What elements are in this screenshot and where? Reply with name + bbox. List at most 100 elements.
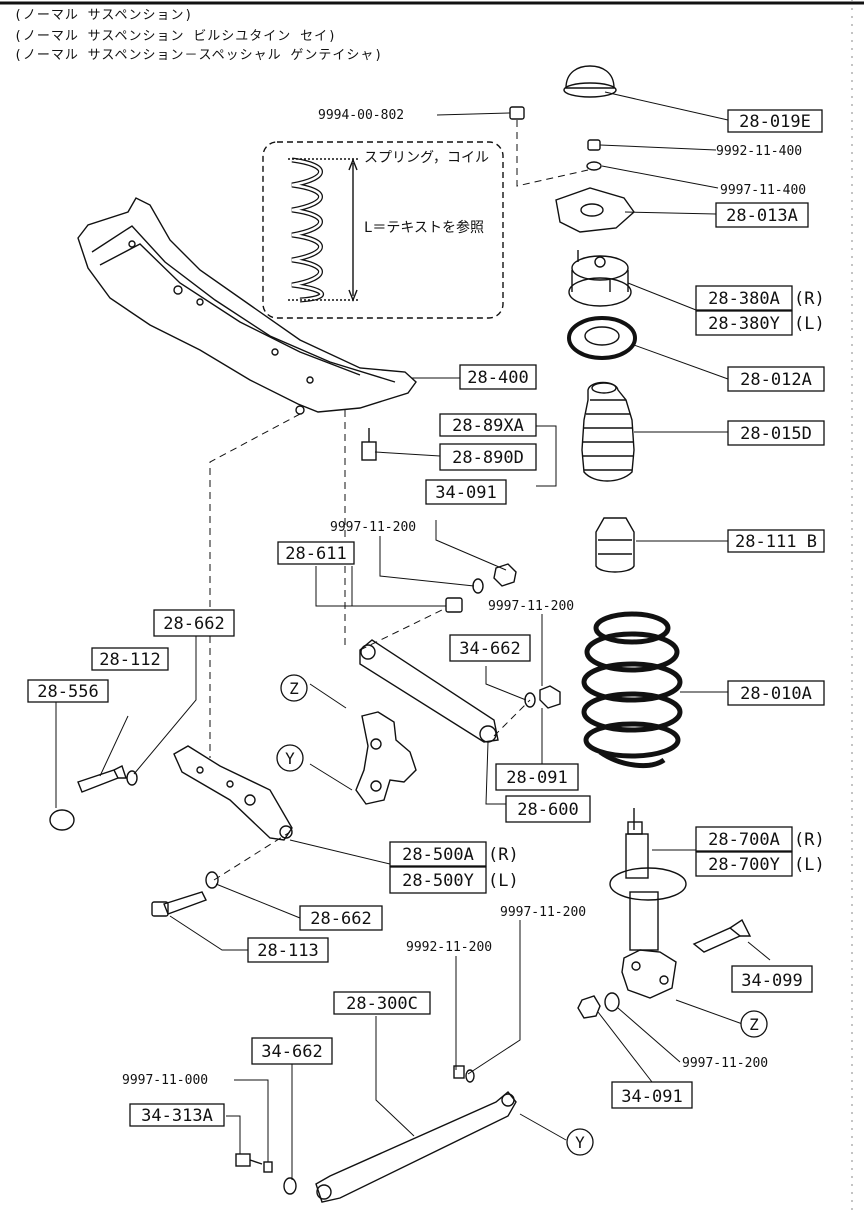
link-washer	[472, 578, 484, 594]
part-28-111B: 28-111 B	[735, 532, 817, 552]
link-bolt-c-shank	[249, 1159, 263, 1165]
std-9997-11-200-c: 9997-11-200	[500, 905, 586, 920]
header-line-3: (ノーマル サスペンション－スペッシャル ゲンテイシャ)	[14, 48, 384, 63]
part-28-380A: 28-380A	[708, 289, 780, 309]
std-9997-11-200-b: 9997-11-200	[488, 599, 574, 614]
spring-inset-box	[262, 141, 504, 319]
link-washer-d	[283, 1177, 297, 1195]
side-suffixes: (R) (L) (R) (L) (R) (L)	[488, 289, 825, 891]
arm-washer	[126, 770, 138, 786]
bump-stopper-rings	[598, 539, 632, 555]
crossmember-hole	[306, 376, 314, 384]
std-9992-11-400: 9992-11-400	[716, 144, 802, 159]
link-nut	[493, 563, 517, 587]
part-28-700A: 28-700A	[708, 830, 780, 850]
side-28-380A: (R)	[794, 289, 825, 309]
link-nut-d	[263, 1161, 273, 1173]
arm-cap	[49, 809, 75, 831]
part-34-091-top: 34-091	[435, 483, 496, 503]
part-28-380Y: 28-380Y	[708, 314, 780, 334]
link-nut-b	[539, 685, 561, 709]
knuckle	[355, 711, 417, 805]
header-line-1: (ノーマル サスペンション)	[14, 8, 194, 23]
part-28-662-a: 28-662	[163, 614, 224, 634]
part-34-662-a: 34-662	[459, 639, 520, 659]
spring-seat-inner	[584, 326, 620, 346]
nut-9992	[587, 139, 601, 151]
strut-assembly	[609, 808, 687, 999]
lower-arm-bush	[279, 825, 293, 839]
strut-mount-base	[568, 277, 632, 307]
part-boxes	[27, 109, 825, 1127]
crossmember	[77, 197, 417, 413]
part-28-890D: 28-890D	[452, 448, 524, 468]
part-28-500A: 28-500A	[402, 845, 474, 865]
part-28-019E: 28-019E	[739, 112, 811, 132]
trailing-link-bush	[316, 1184, 332, 1200]
spring-length-arrowheads	[348, 158, 358, 302]
part-numbers: 28-019E 28-013A 28-380A 28-380Y 28-012A …	[37, 112, 817, 1126]
side-28-380Y: (L)	[794, 314, 825, 334]
part-28-012A: 28-012A	[740, 370, 812, 390]
guide-lines	[209, 120, 589, 881]
strut-bolt-head	[729, 918, 752, 937]
std-9994-00-802: 9994-00-802	[318, 108, 404, 123]
lower-arm-hole	[226, 780, 234, 788]
crossmember-bolt	[361, 441, 377, 461]
part-28-89XA: 28-89XA	[452, 416, 524, 436]
part-28-611: 28-611	[285, 544, 346, 564]
arm-bolt-head	[113, 765, 127, 779]
part-28-113: 28-113	[257, 941, 318, 961]
link-nut-c	[453, 1065, 465, 1079]
washer-9997	[586, 161, 602, 171]
part-28-091: 28-091	[506, 768, 567, 788]
strut-mount-sides	[571, 270, 629, 292]
dust-boot	[581, 381, 635, 482]
strut-bolt	[692, 927, 742, 953]
part-34-091-bottom: 34-091	[621, 1087, 682, 1107]
lower-arm-hole	[196, 766, 204, 774]
dust-cap	[565, 65, 615, 89]
callout-z-strut: Z	[749, 1015, 759, 1034]
nut-9994	[509, 106, 525, 120]
link-bolt-c	[235, 1153, 251, 1167]
strut-mount-stud	[594, 256, 606, 268]
mount-plate	[555, 187, 635, 233]
dust-boot-top	[591, 382, 617, 394]
crossmember-hole	[128, 240, 136, 248]
mount-plate-hole	[580, 203, 604, 217]
part-34-313A: 34-313A	[141, 1106, 213, 1126]
callout-circles	[276, 674, 768, 1156]
trailing-link-bush	[501, 1093, 515, 1107]
part-28-662-b: 28-662	[310, 909, 371, 929]
side-28-700A: (R)	[794, 830, 825, 850]
part-28-015D: 28-015D	[740, 424, 812, 444]
part-28-112: 28-112	[99, 650, 160, 670]
lower-arm-hole	[244, 794, 256, 806]
std-9997-11-400: 9997-11-400	[720, 183, 806, 198]
std-9992-11-200: 9992-11-200	[406, 940, 492, 955]
part-28-600: 28-600	[517, 800, 578, 820]
arm-bolt	[77, 769, 119, 793]
knuckle-hole	[370, 780, 382, 792]
side-28-500A: (R)	[488, 845, 519, 865]
part-34-662-b: 34-662	[261, 1042, 322, 1062]
std-9997-11-000: 9997-11-000	[122, 1073, 208, 1088]
part-28-013A: 28-013A	[726, 206, 798, 226]
part-34-099: 34-099	[741, 971, 802, 991]
strut-nut	[577, 995, 601, 1019]
crossmember-hole	[271, 348, 279, 356]
spring-inset-coil-inner	[291, 158, 323, 302]
arm-bolt-b	[163, 891, 207, 915]
standard-part-numbers: 9994-00-802 9992-11-400 9997-11-400 9997…	[122, 108, 806, 1088]
part-28-500Y: 28-500Y	[402, 871, 474, 891]
std-9997-11-200-d: 9997-11-200	[682, 1056, 768, 1071]
strut-mount-top	[571, 255, 629, 281]
spring-inset-labels: スプリング，コイル L＝テキストを参照	[364, 150, 489, 236]
lower-arm	[173, 745, 293, 841]
lateral-link-bush	[360, 644, 376, 660]
callout-letters: Z Y Z Y	[285, 679, 759, 1152]
part-28-300C: 28-300C	[346, 994, 418, 1014]
lateral-link	[359, 639, 499, 743]
part-28-556: 28-556	[37, 682, 98, 702]
